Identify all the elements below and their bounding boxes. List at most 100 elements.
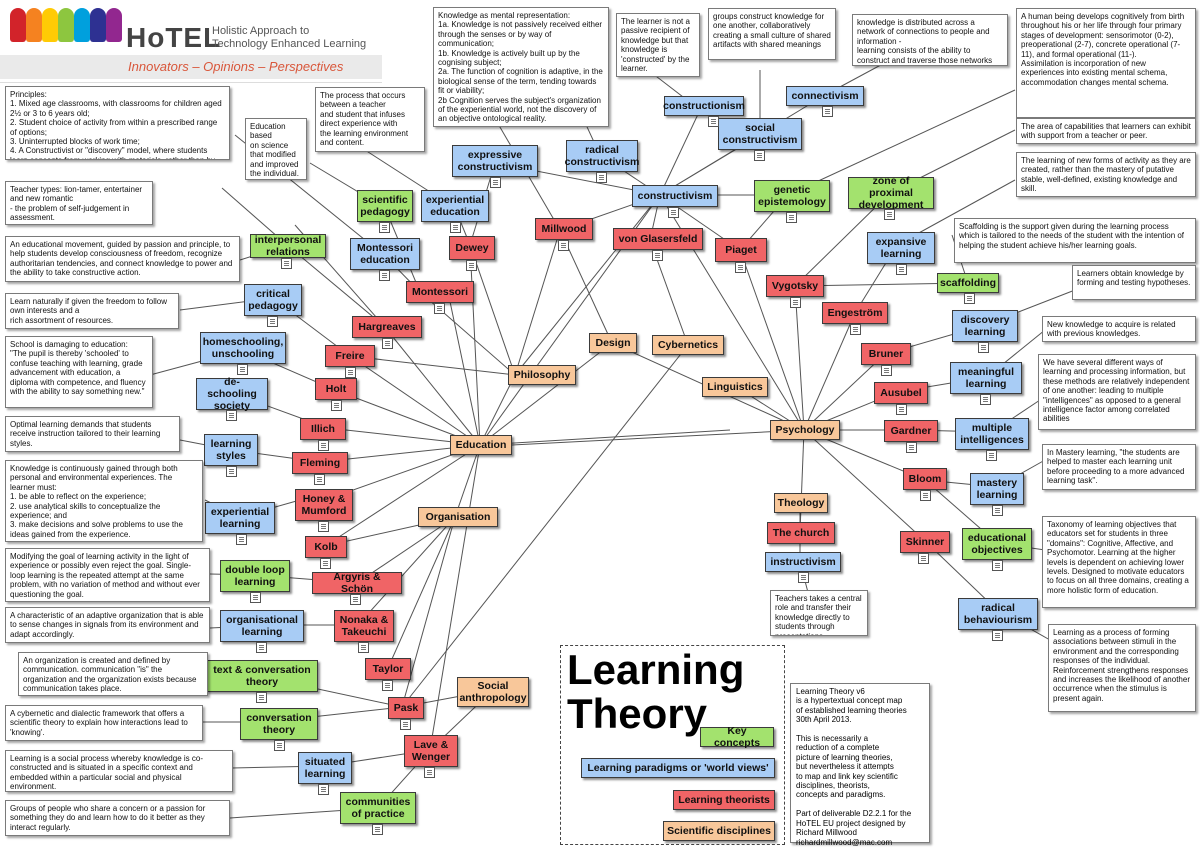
note-icon[interactable] [735, 262, 746, 273]
nonaka-takeuchi-node[interactable]: Nonaka & Takeuchi [334, 610, 394, 642]
learning-styles-node[interactable]: learning styles [204, 434, 258, 466]
millwood-node[interactable]: Millwood [535, 218, 593, 240]
scientific-pedagogy-node[interactable]: scientific pedagogy [357, 190, 413, 222]
note-icon[interactable] [318, 784, 329, 795]
constructionism-node[interactable]: constructionism [663, 96, 745, 116]
note-icon[interactable] [884, 209, 895, 220]
note-icon[interactable] [379, 222, 390, 233]
expansive-learning-node[interactable]: expansive learning [867, 232, 935, 264]
note-icon[interactable] [466, 260, 477, 271]
piaget-node[interactable]: Piaget [715, 238, 767, 262]
bloom-node[interactable]: Bloom [903, 468, 947, 490]
note-icon[interactable] [256, 642, 267, 653]
meaningful-learning-node[interactable]: meaningful learning [950, 362, 1022, 394]
note-icon[interactable] [754, 150, 765, 161]
experiential-learning-node[interactable]: experiential learning [205, 502, 275, 534]
note-icon[interactable] [382, 680, 393, 691]
theology-node[interactable]: Theology [774, 493, 828, 513]
note-icon[interactable] [850, 324, 861, 335]
homeschooling-node[interactable]: homeschooling, unschooling [200, 332, 286, 364]
fleming-node[interactable]: Fleming [292, 452, 348, 474]
note-icon[interactable] [450, 222, 461, 233]
social-constructivism-node[interactable]: social constructivism [718, 118, 802, 150]
scaffolding-node[interactable]: scaffolding [937, 273, 999, 293]
note-icon[interactable] [786, 212, 797, 223]
note-icon[interactable] [358, 642, 369, 653]
argyris-schon-node[interactable]: Argyris & Schön [312, 571, 402, 595]
note-icon[interactable] [256, 692, 267, 703]
note-icon[interactable] [790, 297, 801, 308]
note-icon[interactable] [434, 303, 445, 314]
von-glasersfeld-node[interactable]: von Glasersfeld [613, 228, 703, 250]
expressive-constructivism-node[interactable]: expressive constructivism [452, 145, 538, 177]
note-icon[interactable] [318, 440, 329, 451]
engestrom-node[interactable]: Engeström [822, 302, 888, 324]
dewey-node[interactable]: Dewey [449, 236, 495, 260]
skinner-node[interactable]: Skinner [900, 531, 950, 553]
note-icon[interactable] [267, 316, 278, 327]
multiple-intelligences-node[interactable]: multiple intelligences [955, 418, 1029, 450]
the-church-node[interactable]: The church [767, 522, 835, 544]
note-icon[interactable] [978, 342, 989, 353]
organisational-learning-node[interactable]: organisational learning [220, 610, 304, 642]
note-icon[interactable] [314, 474, 325, 485]
honey-mumford-node[interactable]: Honey & Mumford [295, 489, 353, 521]
text-conversation-theory-node[interactable]: text & conversation theory [206, 660, 318, 692]
note-icon[interactable] [350, 594, 361, 605]
zone-proximal-development-node[interactable]: zone of proximal development [848, 175, 934, 211]
note-icon[interactable] [918, 553, 929, 564]
note-icon[interactable] [345, 367, 356, 378]
pask-node[interactable]: Pask [388, 697, 424, 719]
cybernetics-node[interactable]: Cybernetics [652, 335, 724, 355]
note-icon[interactable] [980, 394, 991, 405]
lave-wenger-node[interactable]: Lave & Wenger [404, 735, 458, 767]
radical-behaviourism-node[interactable]: radical behaviourism [958, 598, 1038, 630]
vygotsky-node[interactable]: Vygotsky [766, 275, 824, 297]
ausubel-node[interactable]: Ausubel [874, 382, 928, 404]
discovery-learning-node[interactable]: discovery learning [952, 310, 1018, 342]
note-icon[interactable] [379, 270, 390, 281]
note-icon[interactable] [226, 466, 237, 477]
kolb-node[interactable]: Kolb [305, 536, 347, 558]
note-icon[interactable] [652, 250, 663, 261]
note-icon[interactable] [964, 293, 975, 304]
experiential-education-node[interactable]: experiential education [421, 190, 489, 222]
montessori-node[interactable]: Montessori [406, 281, 474, 303]
note-icon[interactable] [281, 258, 292, 269]
situated-learning-node[interactable]: situated learning [298, 752, 352, 784]
illich-node[interactable]: Illich [300, 418, 346, 440]
critical-pedagogy-node[interactable]: critical pedagogy [244, 284, 302, 316]
note-icon[interactable] [798, 572, 809, 583]
taylor-node[interactable]: Taylor [365, 658, 411, 680]
note-icon[interactable] [986, 450, 997, 461]
education-node[interactable]: Education [450, 435, 512, 455]
note-icon[interactable] [382, 338, 393, 349]
educational-objectives-node[interactable]: educational objectives [962, 528, 1032, 560]
note-icon[interactable] [250, 592, 261, 603]
note-icon[interactable] [490, 177, 501, 188]
note-icon[interactable] [668, 207, 679, 218]
mastery-learning-node[interactable]: mastery learning [970, 473, 1024, 505]
linguistics-node[interactable]: Linguistics [702, 377, 768, 397]
note-icon[interactable] [906, 442, 917, 453]
note-icon[interactable] [274, 740, 285, 751]
note-icon[interactable] [558, 240, 569, 251]
hargreaves-node[interactable]: Hargreaves [352, 316, 422, 338]
note-icon[interactable] [992, 630, 1003, 641]
note-icon[interactable] [822, 106, 833, 117]
deschooling-society-node[interactable]: de-schooling society [196, 376, 268, 412]
genetic-epistemology-node[interactable]: genetic epistemology [754, 180, 830, 212]
note-icon[interactable] [596, 172, 607, 183]
bruner-node[interactable]: Bruner [861, 343, 911, 365]
note-icon[interactable] [236, 534, 247, 545]
note-icon[interactable] [226, 410, 237, 421]
conversation-theory-node[interactable]: conversation theory [240, 708, 318, 740]
double-loop-learning-node[interactable]: double loop learning [220, 560, 290, 592]
philosophy-node[interactable]: Philosophy [508, 365, 576, 385]
note-icon[interactable] [318, 521, 329, 532]
connectivism-node[interactable]: connectivism [786, 86, 864, 106]
gardner-node[interactable]: Gardner [884, 420, 938, 442]
constructivism-node[interactable]: constructivism [632, 185, 718, 207]
note-icon[interactable] [708, 116, 719, 127]
note-icon[interactable] [331, 400, 342, 411]
